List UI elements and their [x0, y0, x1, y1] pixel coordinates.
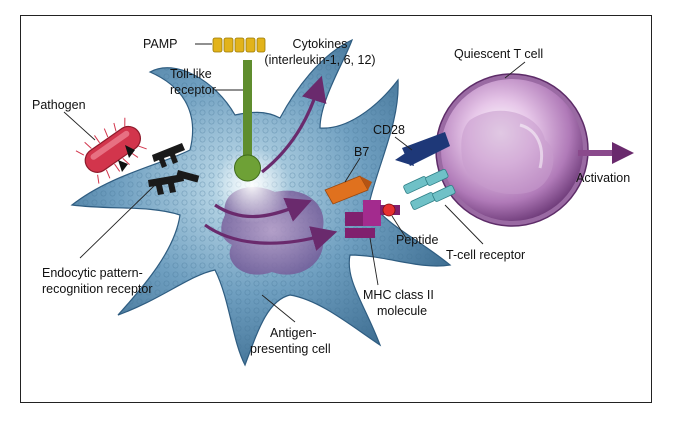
b7-molecule	[324, 175, 372, 205]
label-apc-2: presenting cell	[250, 342, 331, 356]
cytokines-arrow	[261, 75, 327, 174]
label-peptide: Peptide	[396, 233, 438, 247]
mhc-class-ii-molecule	[345, 200, 400, 238]
label-cytokines-2: (interleukin-1, 6, 12)	[264, 53, 375, 67]
pamp-molecule	[212, 37, 266, 53]
labels: PAMP Cytokines (interleukin-1, 6, 12) To…	[32, 37, 630, 356]
label-toll-like-1: Toll-like	[170, 67, 212, 81]
label-quiescent-t-cell: Quiescent T cell	[454, 47, 543, 61]
peptide-dot	[382, 203, 396, 217]
label-toll-like-2: receptor	[170, 83, 216, 97]
label-b7: B7	[354, 145, 369, 159]
cd28-receptor	[395, 132, 450, 166]
pathogen	[75, 117, 147, 184]
endocytic-receptor	[148, 143, 200, 195]
internal-arrow-b7	[214, 197, 312, 222]
label-mhc-2: molecule	[377, 304, 427, 318]
label-cytokines-1: Cytokines	[293, 37, 348, 51]
label-activation: Activation	[576, 171, 630, 185]
leader-lines	[63, 43, 526, 323]
label-apc-1: Antigen-	[270, 326, 317, 340]
label-t-cell-receptor: T-cell receptor	[446, 248, 525, 262]
label-endocytic-2: recognition receptor	[42, 282, 152, 296]
t-cell-receptor	[403, 168, 456, 210]
toll-like-receptor	[234, 60, 261, 182]
label-pamp: PAMP	[143, 37, 178, 51]
label-cd28: CD28	[373, 123, 405, 137]
label-pathogen: Pathogen	[32, 98, 86, 112]
internal-arrow-mhc	[204, 223, 338, 251]
label-mhc-1: MHC class II	[363, 288, 434, 302]
activation-arrow	[578, 142, 634, 164]
label-endocytic-1: Endocytic pattern-	[42, 266, 143, 280]
quiescent-t-cell	[435, 73, 589, 227]
